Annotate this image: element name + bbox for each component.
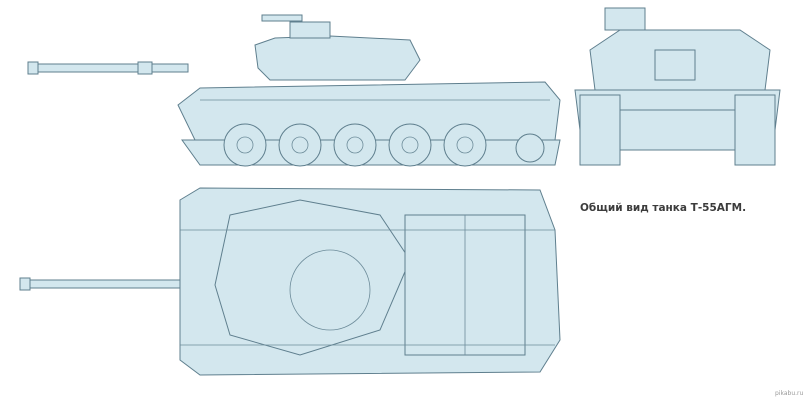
front-view	[574, 7, 781, 166]
road-wheels	[223, 123, 545, 167]
drawing-caption: Общий вид танка Т-55АГМ.	[580, 202, 747, 214]
top-turret	[214, 199, 411, 356]
side-view	[27, 14, 561, 167]
watermark: pikabu.ru	[775, 390, 804, 397]
side-gun-barrel	[27, 63, 189, 73]
top-view	[19, 187, 561, 376]
side-commander-cupola	[289, 21, 331, 39]
front-right-track	[734, 94, 776, 166]
front-left-track	[579, 94, 621, 166]
side-turret	[254, 35, 421, 81]
